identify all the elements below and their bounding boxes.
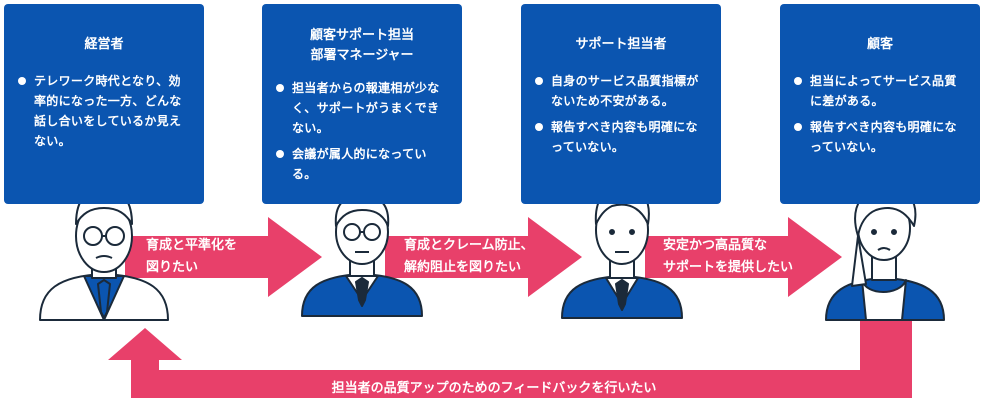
manager-figure-icon: [301, 195, 423, 317]
concern-item: 報告すべき内容も明確になっていない。: [792, 117, 968, 157]
concern-item: テレワーク時代となり、効率的になった一方、どんな話し合いをしているか見えない。: [16, 71, 192, 151]
customer-figure-icon: [825, 185, 945, 321]
box-title: サポート担当者: [575, 37, 667, 52]
flow-label-1: 育成と平準化を 図りたい: [146, 238, 238, 275]
concern-item: 会議が属人的になっている。: [274, 144, 450, 184]
concern-item: 自身のサービス品質指標がないため不安がある。: [533, 71, 709, 111]
stakeholder-box-customer: 顧客 担当によってサービス品質に差がある。 報告すべき内容も明確になっていない。: [780, 4, 980, 204]
executive-figure-icon: [39, 187, 169, 321]
box-title: 顧客サポート担当 部署マネージャー: [309, 28, 414, 63]
concern-item: 報告すべき内容も明確になっていない。: [533, 117, 709, 157]
flow-label-3: 安定かつ高品質な サポートを提供したい: [663, 238, 794, 275]
concern-list: 自身のサービス品質指標がないため不安がある。 報告すべき内容も明確になっていない…: [533, 71, 709, 157]
stakeholder-box-support-staff: サポート担当者 自身のサービス品質指標がないため不安がある。 報告すべき内容も明…: [521, 4, 721, 204]
flow-arrow-2: [385, 217, 582, 297]
flow-label-2: 育成とクレーム防止、 解約阻止を図りたい: [404, 238, 534, 275]
concern-item: 担当者からの報連相が少なく、サポートがうまくできない。: [274, 78, 450, 138]
concern-list: 担当者からの報連相が少なく、サポートがうまくできない。 会議が属人的になっている…: [274, 78, 450, 184]
box-title: 顧客: [866, 37, 893, 52]
concern-item: 担当によってサービス品質に差がある。: [792, 71, 968, 111]
feedback-label: 担当者の品質アップのためのフィードバックを行いたい: [331, 381, 657, 396]
stakeholder-box-executive: 経営者 テレワーク時代となり、効率的になった一方、どんな話し合いをしているか見え…: [4, 4, 204, 204]
feedback-arrow: [108, 316, 912, 398]
flow-arrow-3: [645, 217, 842, 297]
box-title: 経営者: [84, 37, 124, 52]
concern-list: 担当によってサービス品質に差がある。 報告すべき内容も明確になっていない。: [792, 71, 968, 157]
flow-arrow-1: [125, 217, 322, 297]
stakeholder-box-manager: 顧客サポート担当 部署マネージャー 担当者からの報連相が少なく、サポートがうまく…: [262, 4, 462, 204]
concern-list: テレワーク時代となり、効率的になった一方、どんな話し合いをしているか見えない。: [16, 71, 192, 151]
